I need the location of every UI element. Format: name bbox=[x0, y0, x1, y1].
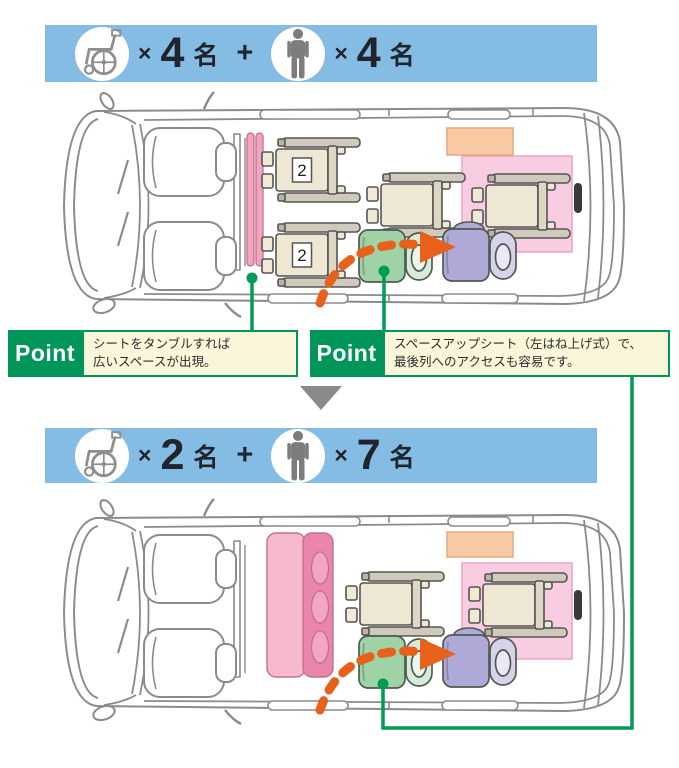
van-diagram-bottom bbox=[62, 496, 626, 726]
van-diagram-top: 2 2 bbox=[62, 89, 626, 319]
capacity-banner-1: × 4 名 + × 4 名 bbox=[45, 25, 597, 82]
tumbled-seat bbox=[246, 132, 264, 267]
times-sign: × bbox=[138, 40, 152, 66]
front-seat-driver bbox=[143, 221, 237, 291]
wheelchair-count: 4 bbox=[160, 29, 184, 77]
point-callout-1-text: シートをタンブルすれば 広いスペースが出現。 bbox=[82, 330, 298, 377]
point-callout-2-text: スペースアップシート（左はね上げ式）で、 最後列へのアクセスも容易です。 bbox=[383, 330, 670, 377]
plus-sign: + bbox=[236, 37, 254, 69]
person-icon bbox=[271, 26, 326, 81]
times-sign: × bbox=[334, 40, 348, 66]
times-sign: × bbox=[138, 442, 152, 468]
plus-sign: + bbox=[236, 439, 254, 471]
times-sign: × bbox=[334, 442, 348, 468]
wheelchair-icon bbox=[75, 26, 129, 81]
luggage-area bbox=[446, 531, 514, 558]
bench-seat-3person bbox=[266, 532, 334, 678]
jump-seat-purple bbox=[442, 228, 517, 282]
svg-text:2: 2 bbox=[297, 161, 306, 180]
capacity-banner-2: × 2 名 + × 7 名 bbox=[45, 428, 597, 483]
point-callout-2-label: Point bbox=[310, 330, 383, 377]
count-unit: 名 bbox=[193, 41, 219, 70]
wheelchair-icon bbox=[75, 428, 129, 483]
jump-seat-purple bbox=[442, 634, 517, 688]
front-seat-passenger bbox=[143, 534, 237, 604]
count-unit: 名 bbox=[193, 443, 219, 472]
count-unit: 名 bbox=[389, 443, 415, 472]
person-count: 4 bbox=[356, 29, 381, 77]
person-icon bbox=[271, 428, 326, 483]
person-count: 7 bbox=[356, 431, 381, 479]
count-unit: 名 bbox=[389, 41, 415, 70]
luggage-area bbox=[446, 127, 514, 156]
wheelchair-capacity-badge: 2 bbox=[291, 242, 313, 268]
down-arrow-icon bbox=[300, 386, 342, 410]
front-seat-passenger bbox=[143, 127, 237, 197]
wheelchair-count: 2 bbox=[160, 431, 184, 479]
front-seat-driver bbox=[143, 628, 237, 698]
svg-text:2: 2 bbox=[297, 246, 306, 265]
wheelchair-capacity-badge: 2 bbox=[291, 157, 313, 183]
point-callout-1-label: Point bbox=[8, 330, 82, 377]
